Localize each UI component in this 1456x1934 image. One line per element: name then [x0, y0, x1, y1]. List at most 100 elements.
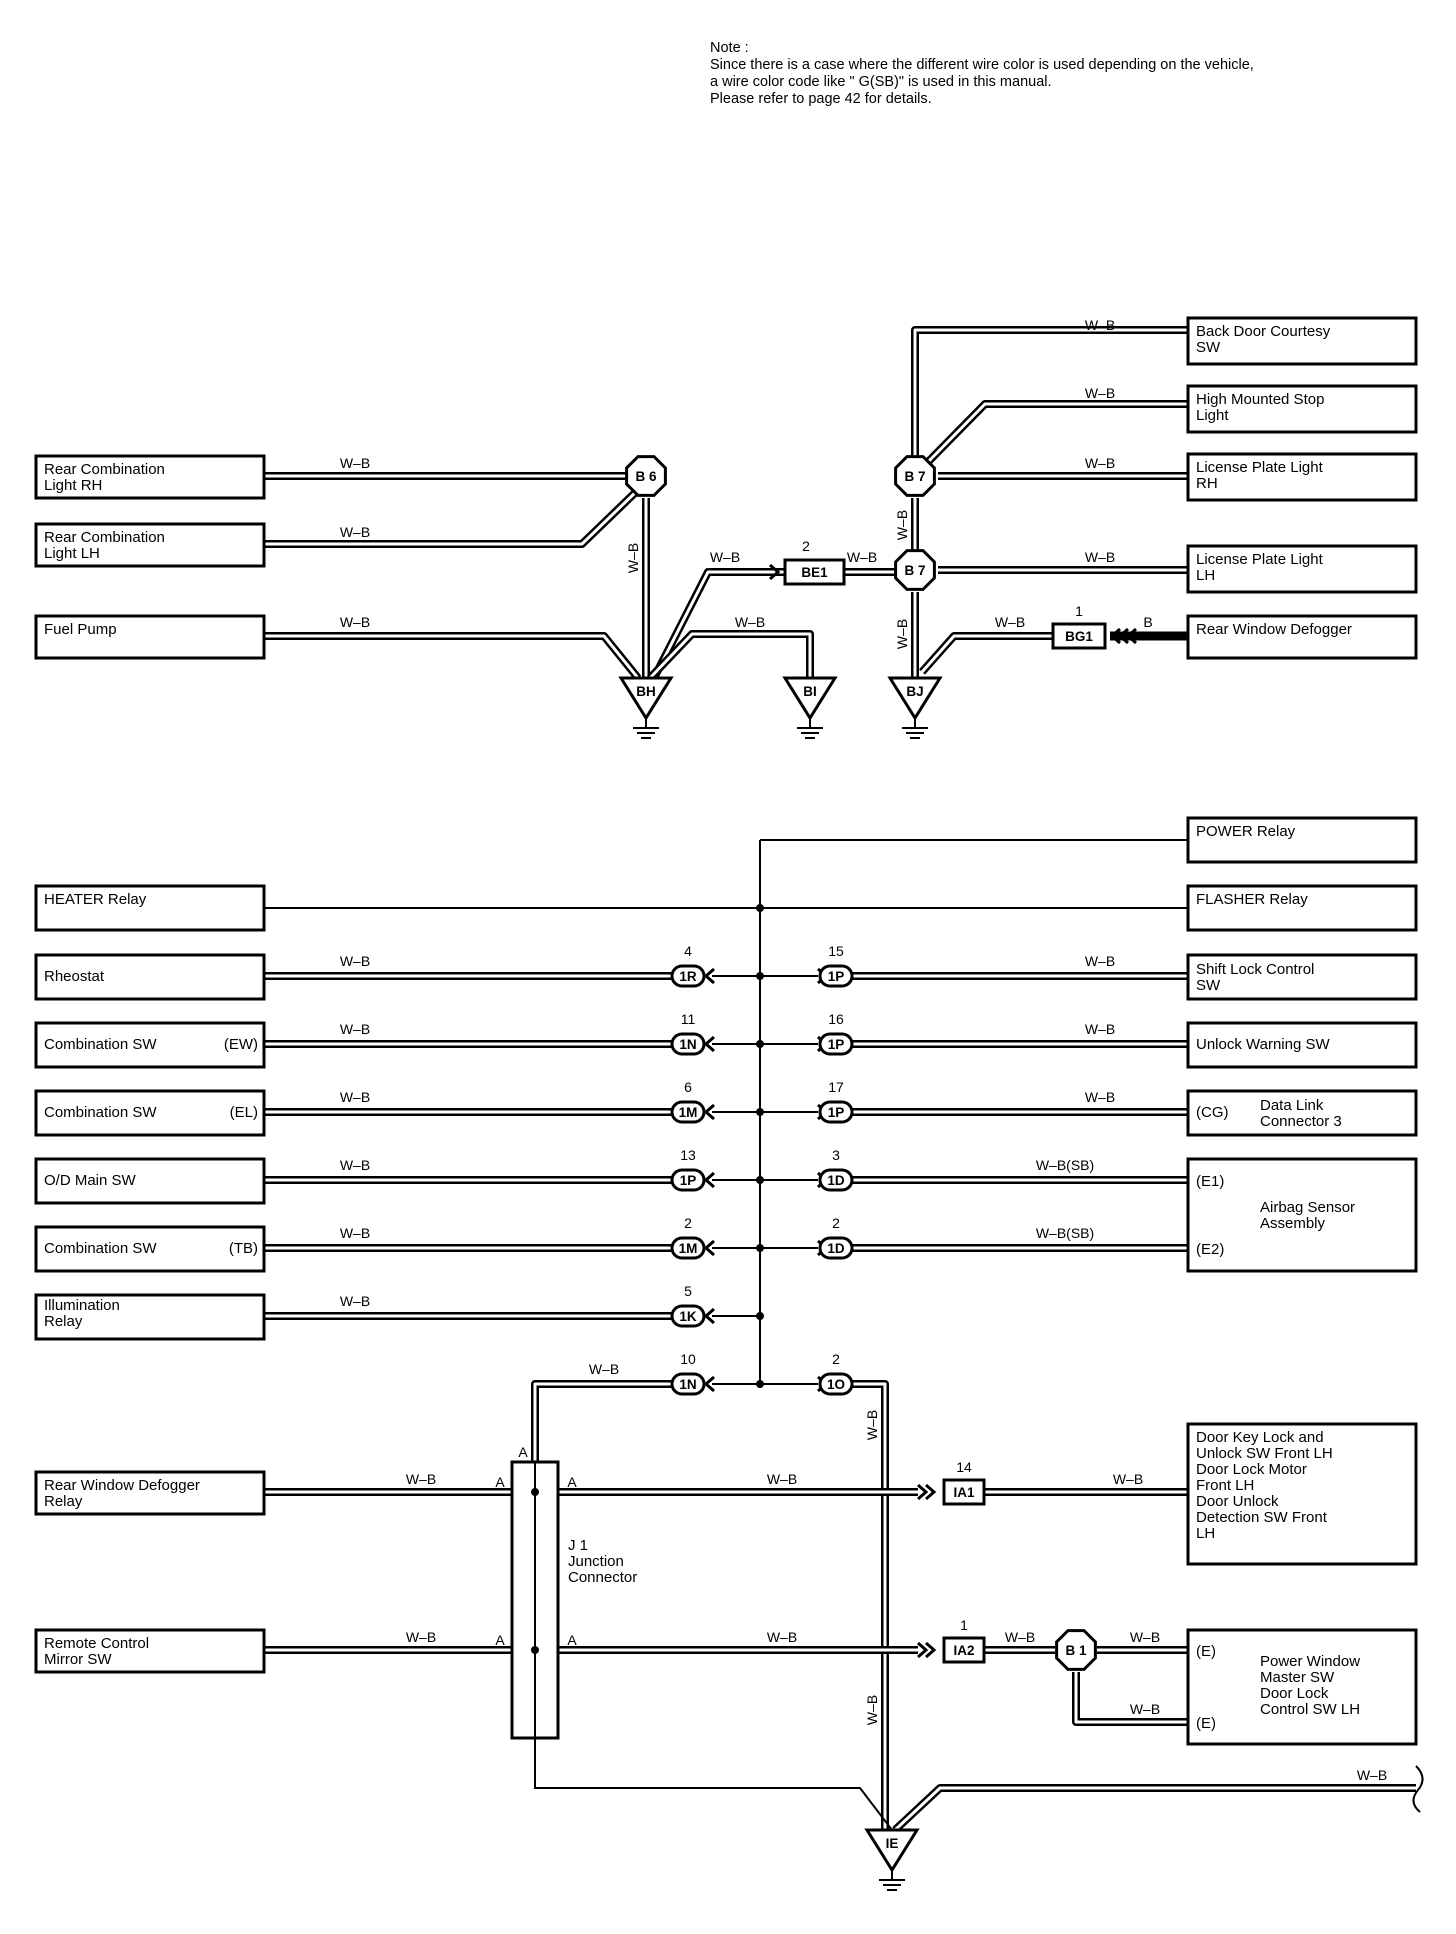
wire-label-b7-vertical: W–B — [894, 510, 910, 540]
connector-be1-label: BE1 — [801, 565, 828, 580]
ground-ie-label: IE — [886, 1836, 899, 1851]
wire-label-j1-ia2: W–B — [767, 1629, 797, 1645]
wire-label-b1-pw-1: W–B — [1130, 1629, 1160, 1645]
ground-bi — [782, 676, 838, 721]
wire-label-top-8: W–B — [1085, 455, 1115, 471]
comp-data-link-tag: (CG) — [1196, 1104, 1229, 1121]
wire-label-top-4: W–B — [847, 549, 877, 565]
wire-label-top-6: W–B — [1085, 317, 1115, 333]
wire-label-bj-vertical: W–B — [894, 619, 910, 649]
arrow-left-row-3 — [703, 1171, 715, 1189]
connector-1o — [818, 1372, 854, 1396]
wire-break-icon — [1412, 1765, 1424, 1813]
wire-bh-bi-core — [648, 632, 812, 680]
comp-left-row-2 — [34, 1089, 266, 1137]
connector-ia1 — [942, 1478, 986, 1506]
j1-dot-2 — [531, 1646, 539, 1654]
comp-airbag-tag-e1: (E1) — [1196, 1173, 1224, 1190]
note-line-2: a wire color code like " G(SB)" is used … — [710, 74, 1052, 90]
wire-fuel-pump-core — [264, 634, 640, 679]
connector-right-1P-0-label: 1P — [828, 969, 845, 984]
wire-label-right-row-1: W–B — [1085, 1021, 1115, 1037]
wire-label-b1-pw-2: W–B — [1130, 1701, 1160, 1717]
junction-dot-row-5 — [756, 1312, 764, 1320]
j1-pin-a-top: A — [518, 1444, 528, 1460]
wire-b1-pw-e2-core — [1074, 1672, 1188, 1724]
connector-left-1R-0-label: 1R — [679, 969, 697, 984]
wire-label-top-5: W–B — [735, 614, 765, 630]
wire-label-right-row-0: W–B — [1085, 953, 1115, 969]
connector-ia2 — [942, 1636, 986, 1664]
comp-heater-relay-label: HEATER Relay — [44, 891, 147, 908]
wire-label-top-7: W–B — [1085, 385, 1115, 401]
arrow-be1 — [769, 563, 781, 581]
wire-ie-continues-core — [893, 1786, 1416, 1832]
j1-dot-1 — [531, 1488, 539, 1496]
wire-label-right-row-3: W–B(SB) — [1036, 1157, 1094, 1173]
wire-backdoor-core — [913, 328, 1188, 456]
comp-left-row-1-label: Combination SW — [44, 1036, 157, 1053]
arrow-bg1-3 — [1125, 627, 1137, 645]
junction-dot-j1 — [756, 1380, 764, 1388]
wire-label-right-row-2: W–B — [1085, 1089, 1115, 1105]
wire-j1-top — [531, 1380, 672, 1462]
connector-1n-j1-label: 1N — [679, 1377, 696, 1392]
wire-label-top-9: W–B — [1085, 549, 1115, 565]
comp-left-row-4-label: Combination SW — [44, 1240, 157, 1257]
comp-left-row-4-tag: (TB) — [229, 1240, 258, 1257]
splice-b7-upper-label: B 7 — [904, 469, 925, 484]
splice-b1 — [1055, 1629, 1097, 1671]
splice-b7-upper — [894, 455, 936, 497]
splice-b7-lower — [894, 549, 936, 591]
wire-label-defogger-relay: W–B — [406, 1471, 436, 1487]
connector-right-1D-4-label: 1D — [827, 1241, 845, 1256]
wire-rear-comb-lh-core — [264, 486, 642, 546]
pin-left-row-5: 5 — [684, 1283, 692, 1299]
comp-fuel-pump-label: Fuel Pump — [44, 621, 117, 638]
wire-label-b6-vertical: W–B — [625, 543, 641, 573]
connector-right-1D-3 — [818, 1168, 854, 1192]
connector-left-1P-3-label: 1P — [680, 1173, 697, 1188]
wire-label-top-3: W–B — [710, 549, 740, 565]
pin-1o: 2 — [832, 1351, 840, 1367]
wire-label-top-1: W–B — [340, 524, 370, 540]
ground-bi-label: BI — [803, 684, 817, 699]
comp-license-plate-light-rh — [1186, 452, 1418, 502]
connector-ia1-label: IA1 — [953, 1485, 975, 1500]
ground-bh-label: BH — [636, 684, 656, 699]
wire-bg1-bj — [919, 632, 1053, 675]
comp-rear-window-defogger-relay — [34, 1470, 266, 1516]
comp-power-window-tag-1: (E) — [1196, 1643, 1216, 1660]
arrow-1n-j1 — [703, 1375, 715, 1393]
j1-pin-a-left-2: A — [495, 1632, 505, 1648]
j1-pin-a-right-1: A — [567, 1474, 577, 1490]
junction-dot-row-0 — [756, 972, 764, 980]
comp-power-window-master-sw — [1186, 1628, 1418, 1746]
pin-left-row-3: 13 — [680, 1147, 696, 1163]
comp-flasher-relay-label: FLASHER Relay — [1196, 891, 1308, 908]
comp-heater-relay — [34, 884, 266, 932]
junction-dot-row-1 — [756, 1040, 764, 1048]
pin-right-row-0: 15 — [828, 943, 844, 959]
comp-data-link-connector-3 — [1186, 1089, 1418, 1137]
wire-label-right-row-4: W–B(SB) — [1036, 1225, 1094, 1241]
j1-pin-a-right-2: A — [567, 1632, 577, 1648]
note-line-1: Since there is a case where the differen… — [710, 57, 1254, 73]
comp-fuel-pump — [34, 614, 266, 660]
wire-ie-continues — [892, 1784, 1416, 1833]
comp-left-row-1-tag: (EW) — [224, 1036, 258, 1053]
wire-bg1-bj-core — [920, 634, 1053, 673]
wire-j1-top-core — [533, 1382, 672, 1462]
wire-label-left-row-2: W–B — [340, 1089, 370, 1105]
connector-left-1M-4-label: 1M — [679, 1241, 698, 1256]
connector-left-1M-2-label: 1M — [679, 1105, 698, 1120]
arrow-left-row-0 — [703, 967, 715, 985]
pin-1n-j1: 10 — [680, 1351, 696, 1367]
